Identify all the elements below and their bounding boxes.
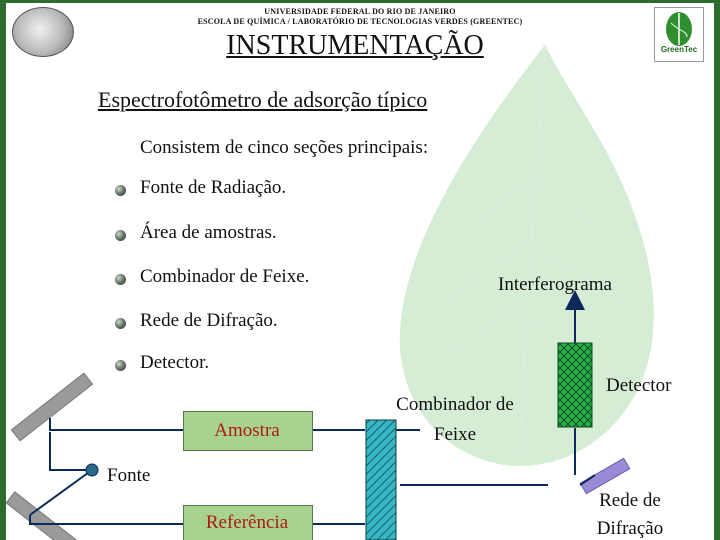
- header-university: UNIVERSIDADE FEDERAL DO RIO DE JANEIRO: [264, 7, 456, 16]
- list-item: Detector.: [140, 352, 210, 373]
- diffraction-grating: [579, 457, 631, 495]
- list-item: Fonte de Radiação.: [140, 177, 287, 198]
- mirror-top-left: [10, 372, 94, 442]
- source-label: Fonte: [107, 465, 151, 486]
- sample-label: Amostra: [214, 420, 280, 441]
- reference-box: [183, 505, 313, 540]
- grating-label-line2: Difração: [596, 518, 664, 539]
- top-rail: [0, 0, 720, 3]
- bullet-icon: [115, 360, 126, 371]
- interferogram-label: Interferograma: [498, 274, 612, 295]
- grating-label-line1: Rede de: [599, 490, 661, 511]
- combiner-label-line2: Feixe: [433, 424, 477, 445]
- greentec-logo-text: GreenTec: [660, 45, 698, 54]
- bullet-icon: [115, 274, 126, 285]
- detector-block: [557, 342, 593, 428]
- mirror-bottom-left: [5, 491, 79, 540]
- beam-combiner: [365, 419, 397, 540]
- source-point: [85, 463, 99, 477]
- left-rail: [0, 0, 6, 540]
- list-item: Combinador de Feixe.: [140, 266, 310, 287]
- detector-label: Detector: [606, 375, 672, 396]
- reference-label: Referência: [205, 512, 289, 533]
- bullet-icon: [115, 185, 126, 196]
- university-seal-icon: [12, 7, 74, 57]
- sample-box: [183, 411, 313, 451]
- page-title: INSTRUMENTAÇÃO: [226, 30, 484, 61]
- list-item: Rede de Difração.: [140, 310, 278, 331]
- bullet-icon: [115, 230, 126, 241]
- list-item: Área de amostras.: [140, 222, 277, 243]
- intro-text: Consistem de cinco seções principais:: [140, 137, 429, 158]
- greentec-logo-icon: [654, 7, 704, 62]
- combiner-label-line1: Combinador de: [396, 394, 514, 415]
- page-subtitle: Espectrofotômetro de adsorção típico: [98, 87, 428, 112]
- bullet-icon: [115, 318, 126, 329]
- right-rail: [714, 0, 720, 540]
- header-school: ESCOLA DE QUÍMICA / LABORATÓRIO DE TECNO…: [197, 17, 523, 26]
